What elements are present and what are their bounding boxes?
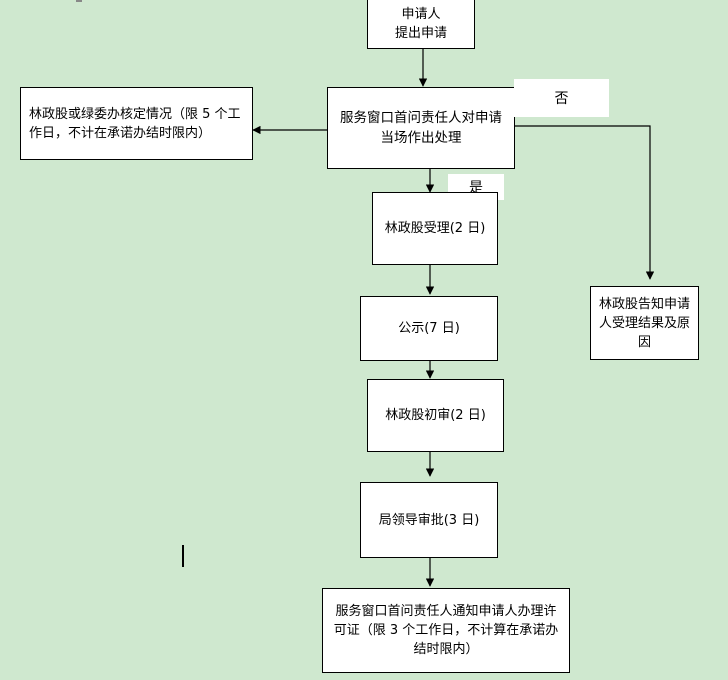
window-handle-box: 服务窗口首问责任人对申请当场作出处理 (327, 87, 515, 169)
bureau-approval-box: 局领导审批(3 日) (360, 482, 498, 558)
applicant-box: 申请人 提出申请 (367, 0, 475, 49)
initial-review-box: 林政股初审(2 日) (367, 379, 504, 452)
accept-box: 林政股受理(2 日) (372, 192, 498, 265)
top-edge-mark (76, 0, 82, 2)
text-cursor (182, 545, 184, 567)
no-label: 否 (514, 79, 609, 117)
notify-permit-box: 服务窗口首问责任人通知申请人办理许可证（限 3 个工作日，不计算在承诺办结时限内… (322, 588, 570, 673)
verify-box: 林政股或绿委办核定情况（限 5 个工作日，不计在承诺办结时限内） (20, 87, 253, 160)
publicity-box: 公示(7 日) (360, 296, 498, 361)
reject-notice-box: 林政股告知申请人受理结果及原因 (590, 286, 699, 360)
arrow-window-to-reject (514, 125, 655, 280)
